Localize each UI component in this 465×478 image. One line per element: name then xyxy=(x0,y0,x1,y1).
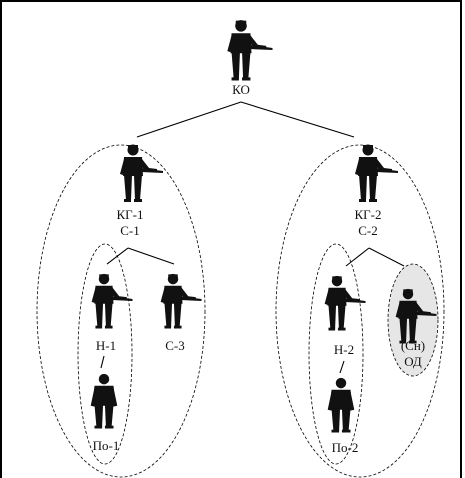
connector-ko-kg1 xyxy=(136,101,242,138)
node-label-kg1-line2: С-1 xyxy=(120,223,140,238)
node-label-n2: Н-2 xyxy=(334,342,354,357)
node-label-kg2-line2: С-2 xyxy=(358,223,378,238)
connector-ko-kg2 xyxy=(240,101,355,138)
group-ellipse-right xyxy=(275,144,445,478)
soldier-icon-kg2 xyxy=(355,144,398,202)
node-label-kg1-line1: КГ-1 xyxy=(116,207,143,222)
connector-kg2-n2 xyxy=(345,247,370,267)
soldier-icon-po1 xyxy=(90,373,118,429)
soldier-icon-po2 xyxy=(327,377,355,433)
connector-kg1-s3 xyxy=(127,247,175,265)
group-ellipse-left xyxy=(36,144,206,478)
node-label-sn-line2: ОД xyxy=(404,354,422,369)
group-ellipse-right-inner xyxy=(308,243,364,465)
connector-n2-po2 xyxy=(339,360,345,374)
node-label-n1: Н-1 xyxy=(96,338,116,353)
group-ellipse-left-inner xyxy=(77,243,133,465)
connector-n1-po1 xyxy=(100,355,105,369)
node-label-s3: С-3 xyxy=(165,338,185,353)
node-label-ko: КО xyxy=(232,82,250,97)
node-label-sn-line1: (Сн) xyxy=(401,338,425,353)
connector-kg1-n1 xyxy=(106,247,129,265)
soldier-icon-kg1 xyxy=(120,144,163,202)
node-label-po2: По-2 xyxy=(332,440,359,455)
soldier-icon-n2 xyxy=(324,275,366,331)
soldier-icon-n1 xyxy=(91,273,133,329)
connector-kg2-sn xyxy=(368,247,405,267)
soldier-icon-ko xyxy=(227,20,273,81)
node-label-po1: По-1 xyxy=(93,438,120,453)
node-label-kg2-line1: КГ-2 xyxy=(354,207,381,222)
soldier-icon-s3 xyxy=(160,273,202,329)
